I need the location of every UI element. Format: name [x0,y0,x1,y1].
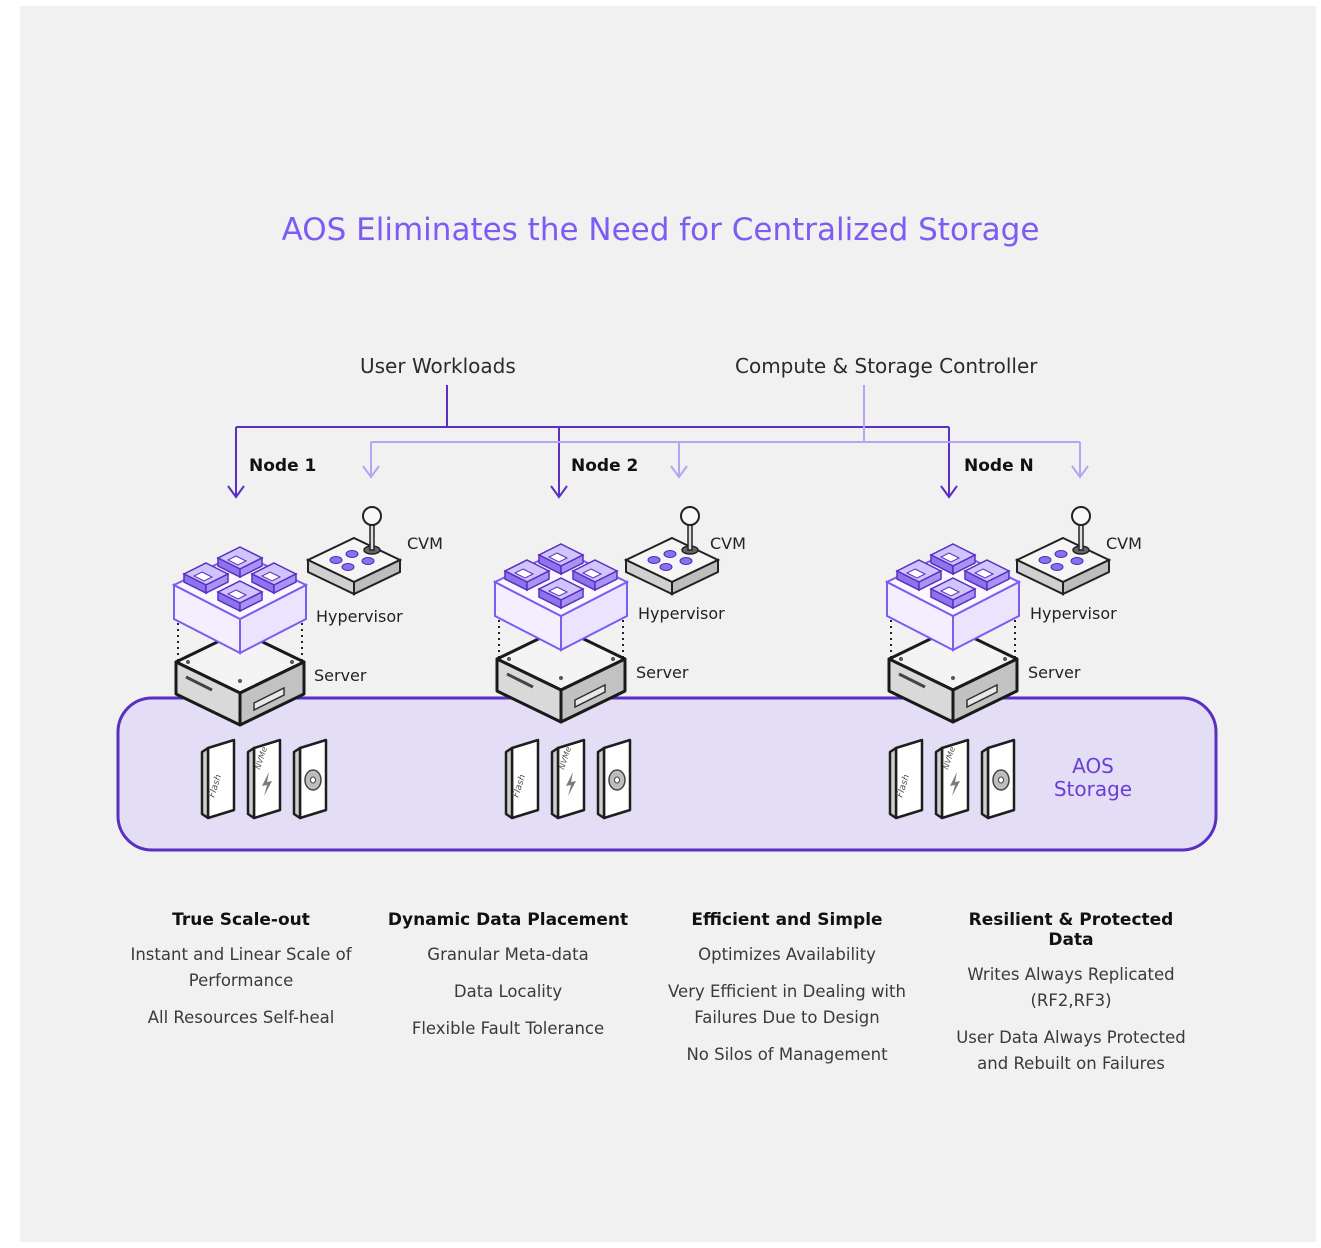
arrow-down-icon [550,485,568,499]
nvme-drive-icon: NVMe [934,738,970,820]
server-label-1: Server [314,666,367,685]
flash-drive-icon: Flash [888,738,924,820]
feature-item: Writes Always Replicated (RF2,RF3) [967,965,1175,1010]
hypervisor-label-1: Hypervisor [316,607,403,626]
feature-item: Granular Meta-data [427,945,589,964]
disk-spindle-icon [998,776,1004,784]
feature-heading: True Scale-out [172,910,310,930]
arrow-down-icon [362,465,380,479]
arrow-down-icon [940,485,958,499]
node-1-label: Node 1 [249,456,317,476]
flash-drive-icon: Flash [504,738,540,820]
hypervisor-label-n: Hypervisor [1030,604,1117,623]
disk-drive-icon [980,738,1016,820]
node-2-label: Node 2 [571,456,639,476]
aos-storage-label: AOS Storage [1053,754,1133,801]
flash-drive-icon: Flash [200,738,236,820]
server-label-2: Server [636,663,689,682]
feature-column-efficient: Efficient and Simple Optimizes Availabil… [662,910,912,1079]
user-workloads-label: User Workloads [360,354,516,378]
hypervisor-label-2: Hypervisor [638,604,725,623]
cvm-label-n: CVM [1106,534,1142,553]
node-n-label: Node N [964,456,1034,476]
diagram-title: AOS Eliminates the Need for Centralized … [281,212,1040,248]
controller-connector [362,385,1089,479]
nvme-drive-icon: NVMe [246,738,282,820]
nvme-drive-icon: NVMe [550,738,586,820]
feature-column-resilient: Resilient & Protected Data Writes Always… [946,910,1196,1088]
disk-spindle-icon [310,776,316,784]
feature-heading: Efficient and Simple [691,910,883,930]
feature-column-data-placement: Dynamic Data Placement Granular Meta-dat… [383,910,633,1053]
feature-item: User Data Always Protected and Rebuilt o… [956,1028,1186,1073]
cvm-joystick-icon-n [1016,506,1110,595]
server-label-n: Server [1028,663,1081,682]
feature-item: Instant and Linear Scale of Performance [130,945,352,990]
feature-item: Very Efficient in Dealing with Failures … [668,982,906,1027]
cvm-label-2: CVM [710,534,746,553]
arrow-down-icon [227,485,245,499]
cvm-joystick-icon-1 [307,506,401,595]
user-workloads-connector [227,385,958,499]
feature-item: Optimizes Availability [698,945,876,964]
feature-item: Data Locality [453,982,563,1001]
controller-label: Compute & Storage Controller [735,354,1038,378]
feature-item: Flexible Fault Tolerance [411,1019,605,1038]
disk-drive-icon [292,738,328,820]
arrow-down-icon [670,465,688,479]
feature-heading: Dynamic Data Placement [387,910,629,930]
cvm-label-1: CVM [407,534,443,553]
feature-column-scale-out: True Scale-out Instant and Linear Scale … [116,910,366,1042]
cvm-joystick-icon-2 [625,506,719,595]
lightning-icon [566,772,576,796]
node-2-graphic [495,544,627,722]
lightning-icon [262,772,272,796]
feature-item: No Silos of Management [686,1045,888,1064]
drives: Flash NVMe Flash NVMe Flash NVMe [200,738,1016,820]
node-1-graphic [174,547,306,725]
disk-spindle-icon [614,776,620,784]
node-n-graphic [887,544,1019,722]
feature-item: All Resources Self-heal [147,1008,335,1027]
lightning-icon [950,772,960,796]
arrow-down-icon [1071,465,1089,479]
disk-drive-icon [596,738,632,820]
feature-heading: Resilient & Protected Data [968,910,1174,950]
